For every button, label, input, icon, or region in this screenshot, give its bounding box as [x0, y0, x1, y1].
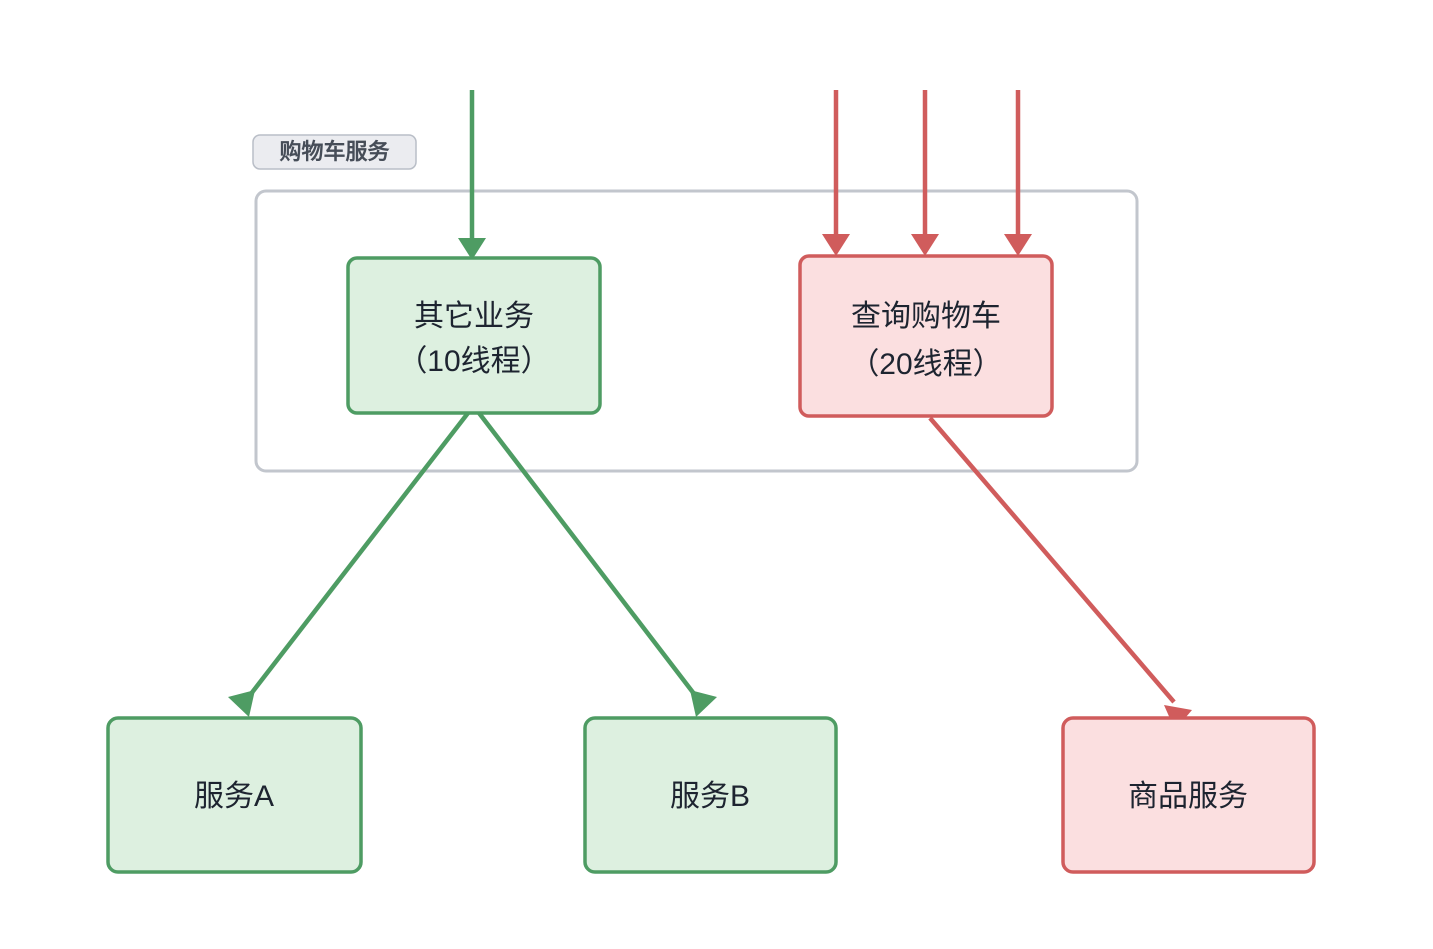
cluster-label-text: 购物车服务 — [279, 139, 390, 164]
edge-in-other-arrowhead — [458, 238, 486, 260]
node-service-a-label: 服务A — [194, 780, 274, 813]
cluster-border — [254, 189, 1139, 473]
edge-other-to-service-a — [228, 411, 470, 717]
edge-other-to-service-b — [477, 411, 717, 717]
node-query-cart-box[interactable] — [798, 254, 1054, 418]
edge-in-query-3 — [1004, 90, 1032, 256]
node-service-a[interactable]: 服务A — [106, 716, 363, 874]
node-service-b-label: 服务B — [670, 780, 750, 813]
node-product-service-label: 商品服务 — [1128, 780, 1248, 813]
node-service-b-box[interactable] — [583, 716, 838, 874]
edge-in-query-2 — [911, 90, 939, 256]
edge-other-to-service-b-arrowhead — [690, 690, 717, 717]
cluster-label-chip-bg — [252, 134, 417, 170]
node-other-business-box[interactable] — [346, 256, 602, 415]
edge-in-other — [458, 90, 486, 260]
node-service-b[interactable]: 服务B — [583, 716, 838, 874]
cluster-label-chip: 购物车服务 — [252, 134, 417, 170]
node-query-cart[interactable]: 查询购物车 （20线程） — [798, 254, 1054, 418]
node-other-business[interactable]: 其它业务 （10线程） — [346, 256, 602, 415]
node-other-business-label-line-1: 其它业务 — [414, 300, 534, 333]
node-query-cart-label-line-2: （20线程） — [849, 348, 1002, 381]
edge-in-query-1 — [822, 90, 850, 256]
node-other-business-label-line-2: （10线程） — [397, 345, 550, 378]
edge-other-to-service-b-line — [477, 411, 700, 701]
edge-query-to-product — [928, 416, 1192, 730]
edge-query-to-product-line — [928, 416, 1176, 704]
edge-other-to-service-a-line — [245, 411, 470, 701]
edge-in-query-3-arrowhead — [1004, 234, 1032, 256]
cluster-cart-service — [254, 189, 1139, 473]
edge-in-query-2-arrowhead — [911, 234, 939, 256]
node-product-service-box[interactable] — [1061, 716, 1316, 874]
node-service-a-box[interactable] — [106, 716, 363, 874]
node-product-service[interactable]: 商品服务 — [1061, 716, 1316, 874]
node-query-cart-label-line-1: 查询购物车 — [851, 300, 1001, 333]
edge-other-to-service-a-arrowhead — [228, 690, 255, 717]
edge-in-query-1-arrowhead — [822, 234, 850, 256]
